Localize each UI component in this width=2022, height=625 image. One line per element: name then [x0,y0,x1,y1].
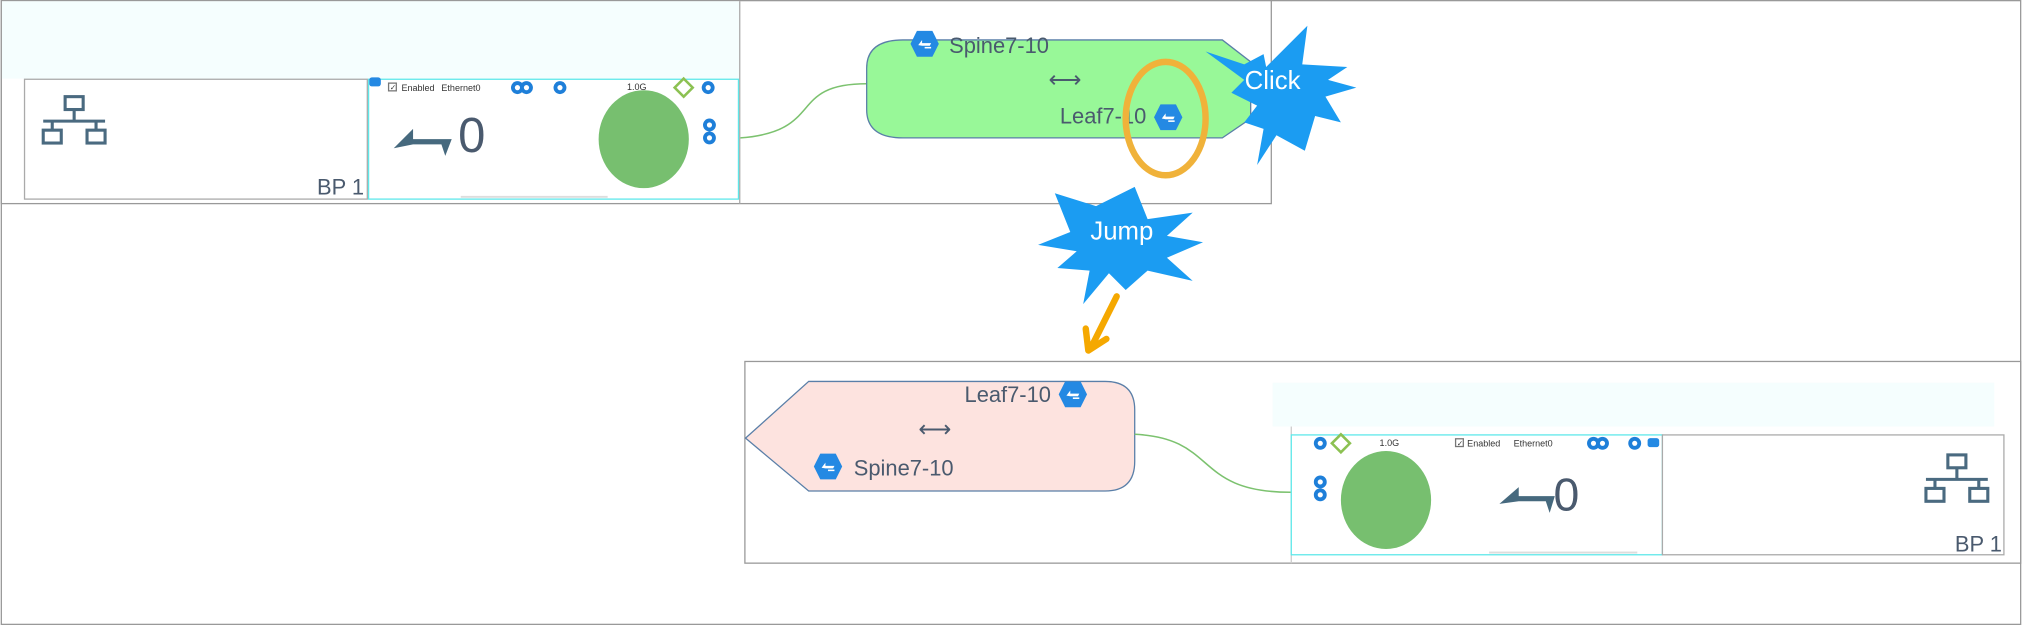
link-line [740,82,867,139]
info-diamond-icon[interactable] [1330,432,1352,455]
scrollbar[interactable] [460,195,608,198]
lldp-icon[interactable] [1313,475,1327,489]
status-circle [1340,451,1432,549]
jump-burst [1038,186,1204,305]
enabled-label: Enabled [401,83,434,93]
link-from: Spine7-10 [949,33,1049,58]
port-card[interactable]: 1.0G ✓ Enabled Ethernet0 0 [1290,432,1664,556]
jump-arrow-icon [1082,293,1120,354]
link-from: Leaf7-10 [965,382,1051,407]
fast-forward-icon[interactable] [1313,488,1327,502]
link-node-spine-leaf[interactable]: Spine7-10 ⟷ Leaf7-10 [866,30,1252,139]
link-direction-arrow: ⟷ [1048,67,1081,93]
edit-pencil-icon[interactable] [553,81,567,95]
connections-icon[interactable] [520,81,533,95]
connections-icon[interactable] [1596,436,1609,450]
chart-icon[interactable] [1313,436,1327,450]
edit-pencil-icon[interactable] [1628,436,1642,450]
svg-text:✓: ✓ [390,83,396,92]
top-view-panel: BP 1 ✓ Enabled Ethernet0 1.0G 0 [0,0,1272,205]
scrollbar[interactable] [1489,551,1638,554]
link-line [1134,433,1291,494]
bp-box[interactable]: BP 1 [1661,434,2005,557]
collapse-icon[interactable] [369,77,381,87]
link-arrow-icon [393,128,452,156]
status-circle [598,90,689,189]
link-direction-arrow: ⟷ [918,416,951,442]
port-card[interactable]: ✓ Enabled Ethernet0 1.0G 0 [367,76,740,200]
link-count: 0 [1554,468,1580,520]
port-name: Ethernet0 [441,83,480,93]
link-count: 0 [458,109,485,163]
jump-label: Jump [1090,218,1153,246]
enabled-label: Enabled [1467,439,1500,449]
link-to: Spine7-10 [854,456,954,481]
link-node-leaf-spine[interactable]: Leaf7-10 ⟷ Spine7-10 [744,380,1136,492]
link-arrow-icon [1499,487,1555,513]
bottom-view-panel: Leaf7-10 ⟷ Spine7-10 1.0G ✓ Enabled Ethe… [744,360,2022,564]
link-to: Leaf7-10 [1060,104,1146,129]
bp-label: BP 1 [1955,532,2002,557]
highlight-circle [1122,58,1209,179]
lldp-icon[interactable] [703,118,716,132]
chart-icon[interactable] [701,81,715,95]
bp-label: BP 1 [317,175,364,200]
click-burst [1205,25,1357,165]
annotations: Click Jump [1038,25,1357,354]
svg-text:✓: ✓ [1457,439,1463,448]
fast-forward-icon[interactable] [703,131,716,145]
enabled-checkbox[interactable] [387,82,397,92]
collapse-icon[interactable] [1647,438,1660,448]
speed-label: 1.0G [1380,438,1400,448]
info-diamond-icon[interactable] [672,76,695,99]
bp-box[interactable]: BP 1 [23,78,368,200]
click-label: Click [1245,67,1301,95]
enabled-checkbox[interactable] [1454,438,1464,448]
port-name: Ethernet0 [1514,439,1553,449]
speed-label: 1.0G [627,82,647,92]
